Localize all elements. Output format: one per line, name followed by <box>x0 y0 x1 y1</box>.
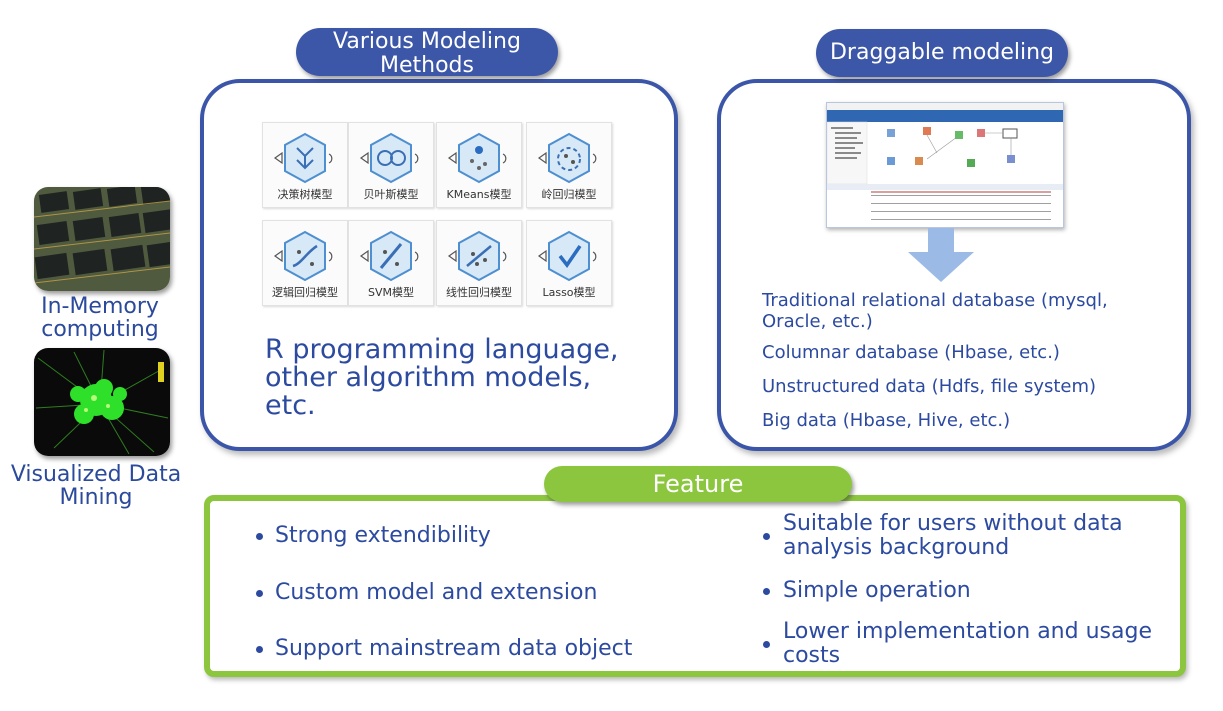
bayes-icon <box>359 132 419 184</box>
bullet-icon <box>763 641 770 648</box>
modeling-caption: R programming language, other algorithm … <box>265 334 619 421</box>
model-label: SVM模型 <box>368 286 414 299</box>
modeling-methods-title: Various Modeling Methods <box>296 28 558 78</box>
feature-title-text: Feature <box>652 470 744 498</box>
linear-regression-icon <box>447 230 507 282</box>
bullet-icon <box>256 646 263 653</box>
data-source-item: Columnar database (Hbase, etc.) <box>762 342 1060 363</box>
kmeans-icon <box>447 132 507 184</box>
bullet-icon <box>256 590 263 597</box>
down-arrow-icon <box>908 228 974 286</box>
model-label: 逻辑回归模型 <box>272 286 338 299</box>
feature-title: Feature <box>544 466 852 502</box>
data-mining-image <box>34 348 170 456</box>
draggable-modeling-title: Draggable modeling <box>816 29 1068 77</box>
visualized-mining-label: Visualized Data Mining <box>10 462 182 510</box>
data-source-item: Big data (Hbase, Hive, etc.) <box>762 410 1011 431</box>
bullet-icon <box>763 588 770 595</box>
modeling-methods-title-text: Various Modeling Methods <box>333 29 521 78</box>
draggable-modeling-title-text: Draggable modeling <box>829 40 1054 65</box>
ridge-regression-icon <box>537 132 597 184</box>
data-source-item: Unstructured data (Hdfs, file system) <box>762 376 1097 397</box>
model-label: 线性回归模型 <box>446 286 512 299</box>
decision-tree-icon <box>273 132 333 184</box>
svm-icon <box>359 230 419 282</box>
bullet-icon <box>763 533 770 540</box>
lasso-icon <box>537 230 597 282</box>
model-tile: 线性回归模型 <box>436 220 522 306</box>
model-label: 岭回归模型 <box>541 188 597 201</box>
model-label: KMeans模型 <box>446 188 512 201</box>
feature-item: Strong extendibility <box>275 523 491 548</box>
logistic-regression-icon <box>273 230 333 282</box>
feature-item: Custom model and extension <box>275 580 598 605</box>
data-source-item: Traditional relational database (mysql, … <box>762 290 1108 332</box>
model-tile: 决策树模型 <box>262 122 348 208</box>
model-label: 贝叶斯模型 <box>363 188 419 201</box>
feature-item: Suitable for users without data analysis… <box>783 511 1123 560</box>
feature-item: Simple operation <box>783 578 971 603</box>
bullet-icon <box>256 533 263 540</box>
model-tile: 贝叶斯模型 <box>348 122 434 208</box>
model-label: Lasso模型 <box>542 286 596 299</box>
feature-item: Lower implementation and usage costs <box>783 619 1152 668</box>
memory-chip-image <box>34 187 170 291</box>
feature-item: Support mainstream data object <box>275 636 633 661</box>
modeling-app-screenshot <box>826 102 1064 228</box>
model-tile: KMeans模型 <box>436 122 522 208</box>
model-tile: 岭回归模型 <box>526 122 612 208</box>
model-tile: Lasso模型 <box>526 220 612 306</box>
in-memory-label: In-Memory computing <box>41 294 159 342</box>
model-tile: SVM模型 <box>348 220 434 306</box>
model-tile: 逻辑回归模型 <box>262 220 348 306</box>
model-label: 决策树模型 <box>277 188 333 201</box>
